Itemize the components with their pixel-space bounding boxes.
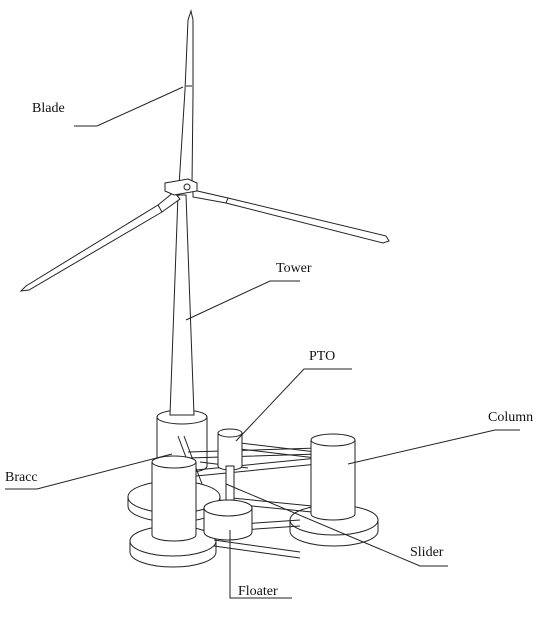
bracc-label: Bracc — [5, 470, 38, 485]
slider-leader — [225, 483, 448, 567]
labels: Blade Tower PTO Column Bracc Slider Floa… — [5, 101, 533, 599]
blade-label: Blade — [32, 101, 65, 116]
column-label: Column — [488, 410, 533, 425]
column-leader — [347, 429, 520, 465]
pto-label: PTO — [309, 349, 335, 364]
right-column — [310, 433, 356, 521]
tower — [169, 194, 195, 416]
tower-leader — [185, 280, 300, 321]
left-column — [151, 455, 197, 542]
leader-lines — [5, 86, 520, 599]
nacelle — [164, 178, 198, 196]
blade-leader — [74, 86, 184, 127]
bracc-leader — [5, 453, 173, 490]
blades — [19, 9, 390, 292]
floater-label: Floater — [238, 584, 278, 599]
floater-leader — [229, 530, 292, 599]
tower-label: Tower — [276, 261, 312, 276]
floater — [203, 499, 253, 541]
pto-cylinder — [217, 428, 243, 501]
pto-leader — [235, 368, 352, 442]
slider-label: Slider — [410, 545, 444, 560]
